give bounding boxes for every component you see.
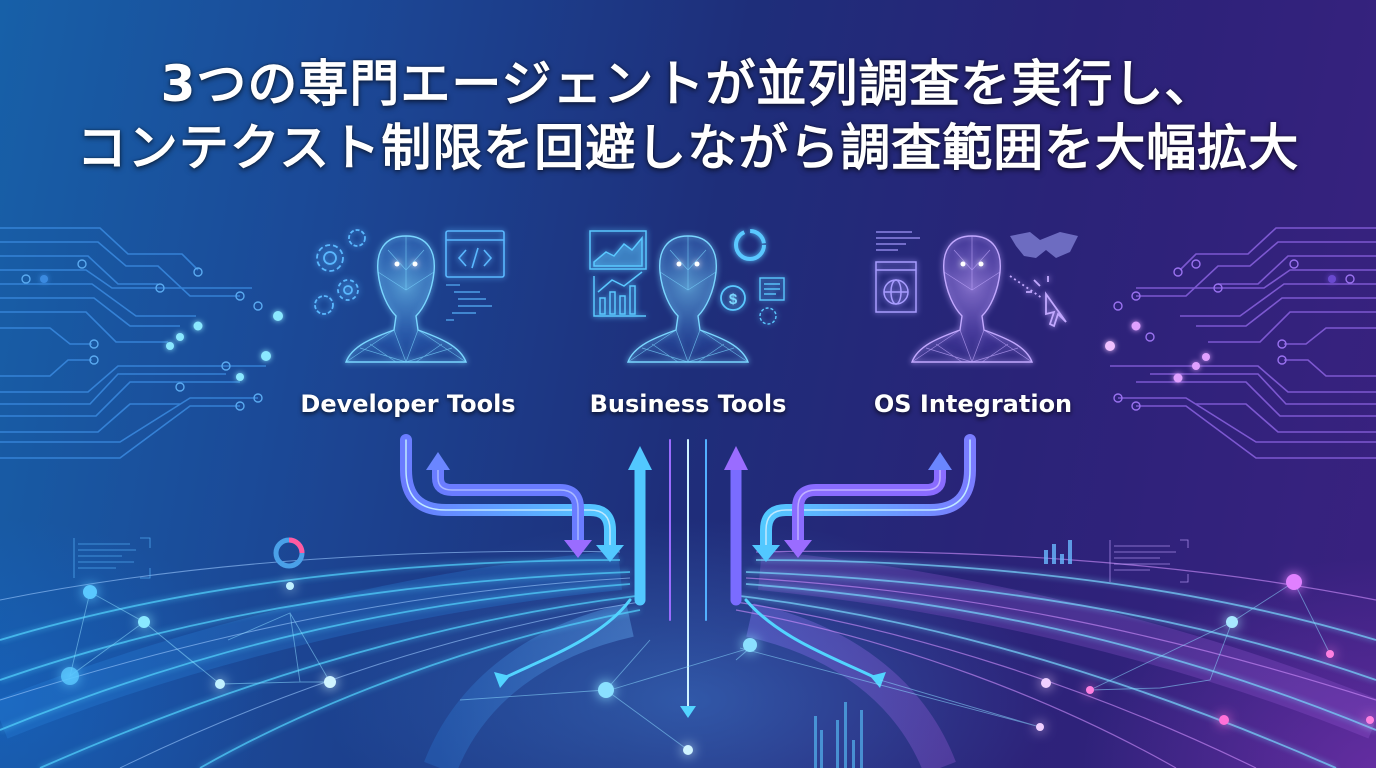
hud-panel-right bbox=[1109, 539, 1189, 583]
donut-chart-small-icon bbox=[273, 537, 305, 569]
code-window-icon bbox=[445, 230, 505, 278]
arrow-head bbox=[596, 545, 624, 562]
arrow-flows bbox=[400, 433, 976, 718]
bar-chart-bottom-icon bbox=[814, 702, 863, 768]
svg-text:$: $ bbox=[729, 291, 738, 308]
agent-label-developer-tools: Developer Tools bbox=[300, 390, 516, 418]
dollar-coin-icon: $ bbox=[720, 285, 746, 311]
bar-chart-small-icon bbox=[1044, 540, 1072, 564]
circuit-right bbox=[1110, 227, 1376, 459]
agent-head-developer bbox=[344, 235, 468, 363]
browser-globe-icon bbox=[875, 261, 917, 313]
gear-icon bbox=[314, 229, 366, 315]
document-icon bbox=[759, 277, 785, 325]
hud-panel-left bbox=[73, 537, 151, 579]
circuit-right-nodes bbox=[1105, 275, 1336, 383]
bar-chart-icon bbox=[593, 271, 646, 317]
cursor-click-icon bbox=[1009, 275, 1067, 328]
agent-head-os bbox=[910, 235, 1034, 363]
circuit-left bbox=[0, 227, 266, 459]
network-lines bbox=[69, 581, 1331, 751]
code-lines-os bbox=[876, 231, 920, 251]
agent-label-os-integration: OS Integration bbox=[873, 390, 1073, 418]
agent-head-business bbox=[626, 235, 750, 363]
agent-label-business-tools: Business Tools bbox=[589, 390, 787, 418]
circuit-left-nodes bbox=[40, 275, 283, 381]
title-line-1: 3つの専門エージェントが並列調査を実行し、 bbox=[160, 55, 1216, 113]
donut-chart-icon bbox=[734, 229, 766, 261]
code-lines-icon bbox=[446, 284, 492, 321]
area-chart-icon bbox=[589, 230, 647, 270]
network-nodes bbox=[61, 574, 1374, 755]
world-map-icon bbox=[1010, 232, 1078, 258]
title-line-2: コンテクスト制限を回避しながら調査範囲を大幅拡大 bbox=[76, 119, 1300, 177]
